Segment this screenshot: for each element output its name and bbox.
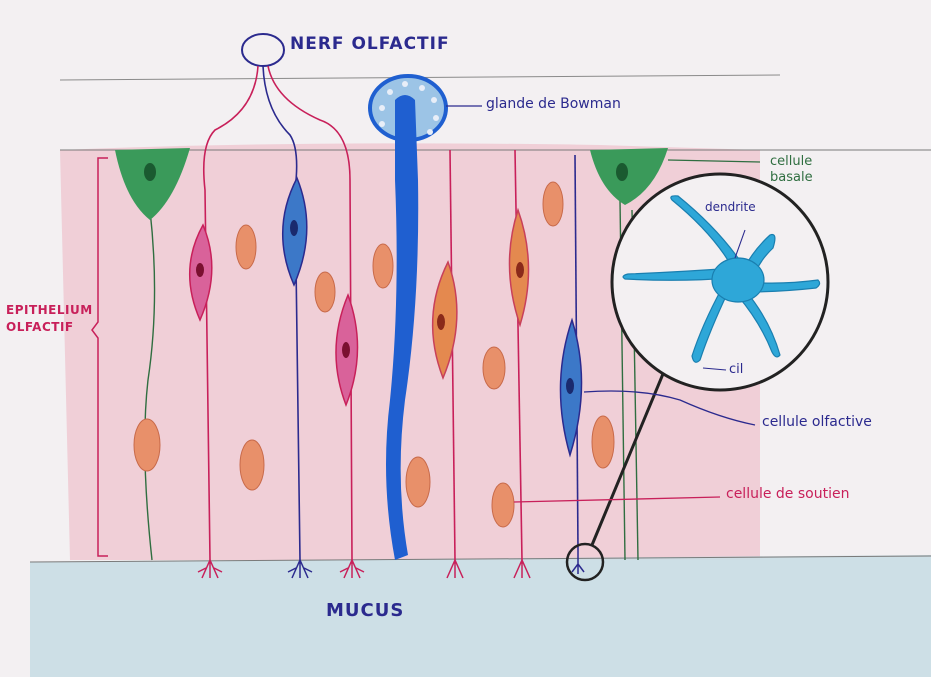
basal-cell-right (590, 148, 668, 205)
dendrite-star (622, 195, 821, 363)
nerve-ring (241, 33, 285, 67)
cilia-terminal-blue (287, 559, 313, 579)
nerve-label: NERF OLFACTIF (290, 34, 450, 54)
zoom-small-circle (565, 542, 605, 582)
basal-cell-label-line1: cellule (770, 154, 813, 169)
mucus-label: MUCUS (326, 600, 405, 621)
mucus-region (30, 555, 931, 677)
support-nuclei (133, 181, 615, 528)
cil-label: cil (729, 362, 744, 377)
nerve-fiber-4 (449, 149, 456, 561)
leader-cil (702, 367, 727, 371)
epithelium-label-line1: EPITHELIUM (6, 303, 93, 317)
support-cell-label: cellule de soutien (726, 486, 850, 502)
leader-dendrite (734, 229, 746, 259)
basal-fiber-1 (144, 209, 156, 561)
epithelium-label-line2: OLFACTIF (6, 320, 74, 334)
nerve-fiber-2 (262, 65, 301, 561)
zoom-connector (590, 344, 677, 546)
leader-basal (667, 159, 761, 163)
mucus-top-line (29, 555, 931, 563)
nerve-fiber-3 (267, 65, 353, 561)
basal-cell-left-nucleus (144, 163, 156, 181)
epithelium-bracket (91, 157, 108, 557)
olfactory-cell-label: cellule olfactive (762, 414, 872, 430)
zoom-small-terminal (571, 550, 585, 574)
nerve-fiber-1 (202, 65, 259, 561)
basal-cell-label-line2: basale (770, 170, 813, 185)
basal-cell-left (115, 148, 190, 220)
basal-cell-right-nucleus (616, 163, 628, 181)
olfactory-cell-right-nucleus (566, 378, 574, 394)
dendrite-label: dendrite (705, 200, 756, 214)
olfactory-cell-left-nucleus (290, 220, 298, 236)
leader-soutien (513, 496, 721, 503)
support-cell-magenta-1-nucleus (196, 263, 204, 277)
epithelium-label: EPITHELIUM OLFACTIF (6, 302, 93, 336)
bowman-gland-dots (379, 81, 439, 135)
bowman-gland-duct (386, 95, 419, 560)
leader-olfactive (583, 390, 756, 426)
support-cell-orange-2-nucleus (516, 262, 524, 278)
cilia-terminals (197, 559, 531, 579)
support-cell-orange-1-nucleus (437, 314, 445, 330)
support-cell-magenta-2-nucleus (342, 342, 350, 358)
basal-cell-label: cellule basale (770, 154, 813, 186)
bowman-gland-label: glande de Bowman (486, 96, 621, 112)
